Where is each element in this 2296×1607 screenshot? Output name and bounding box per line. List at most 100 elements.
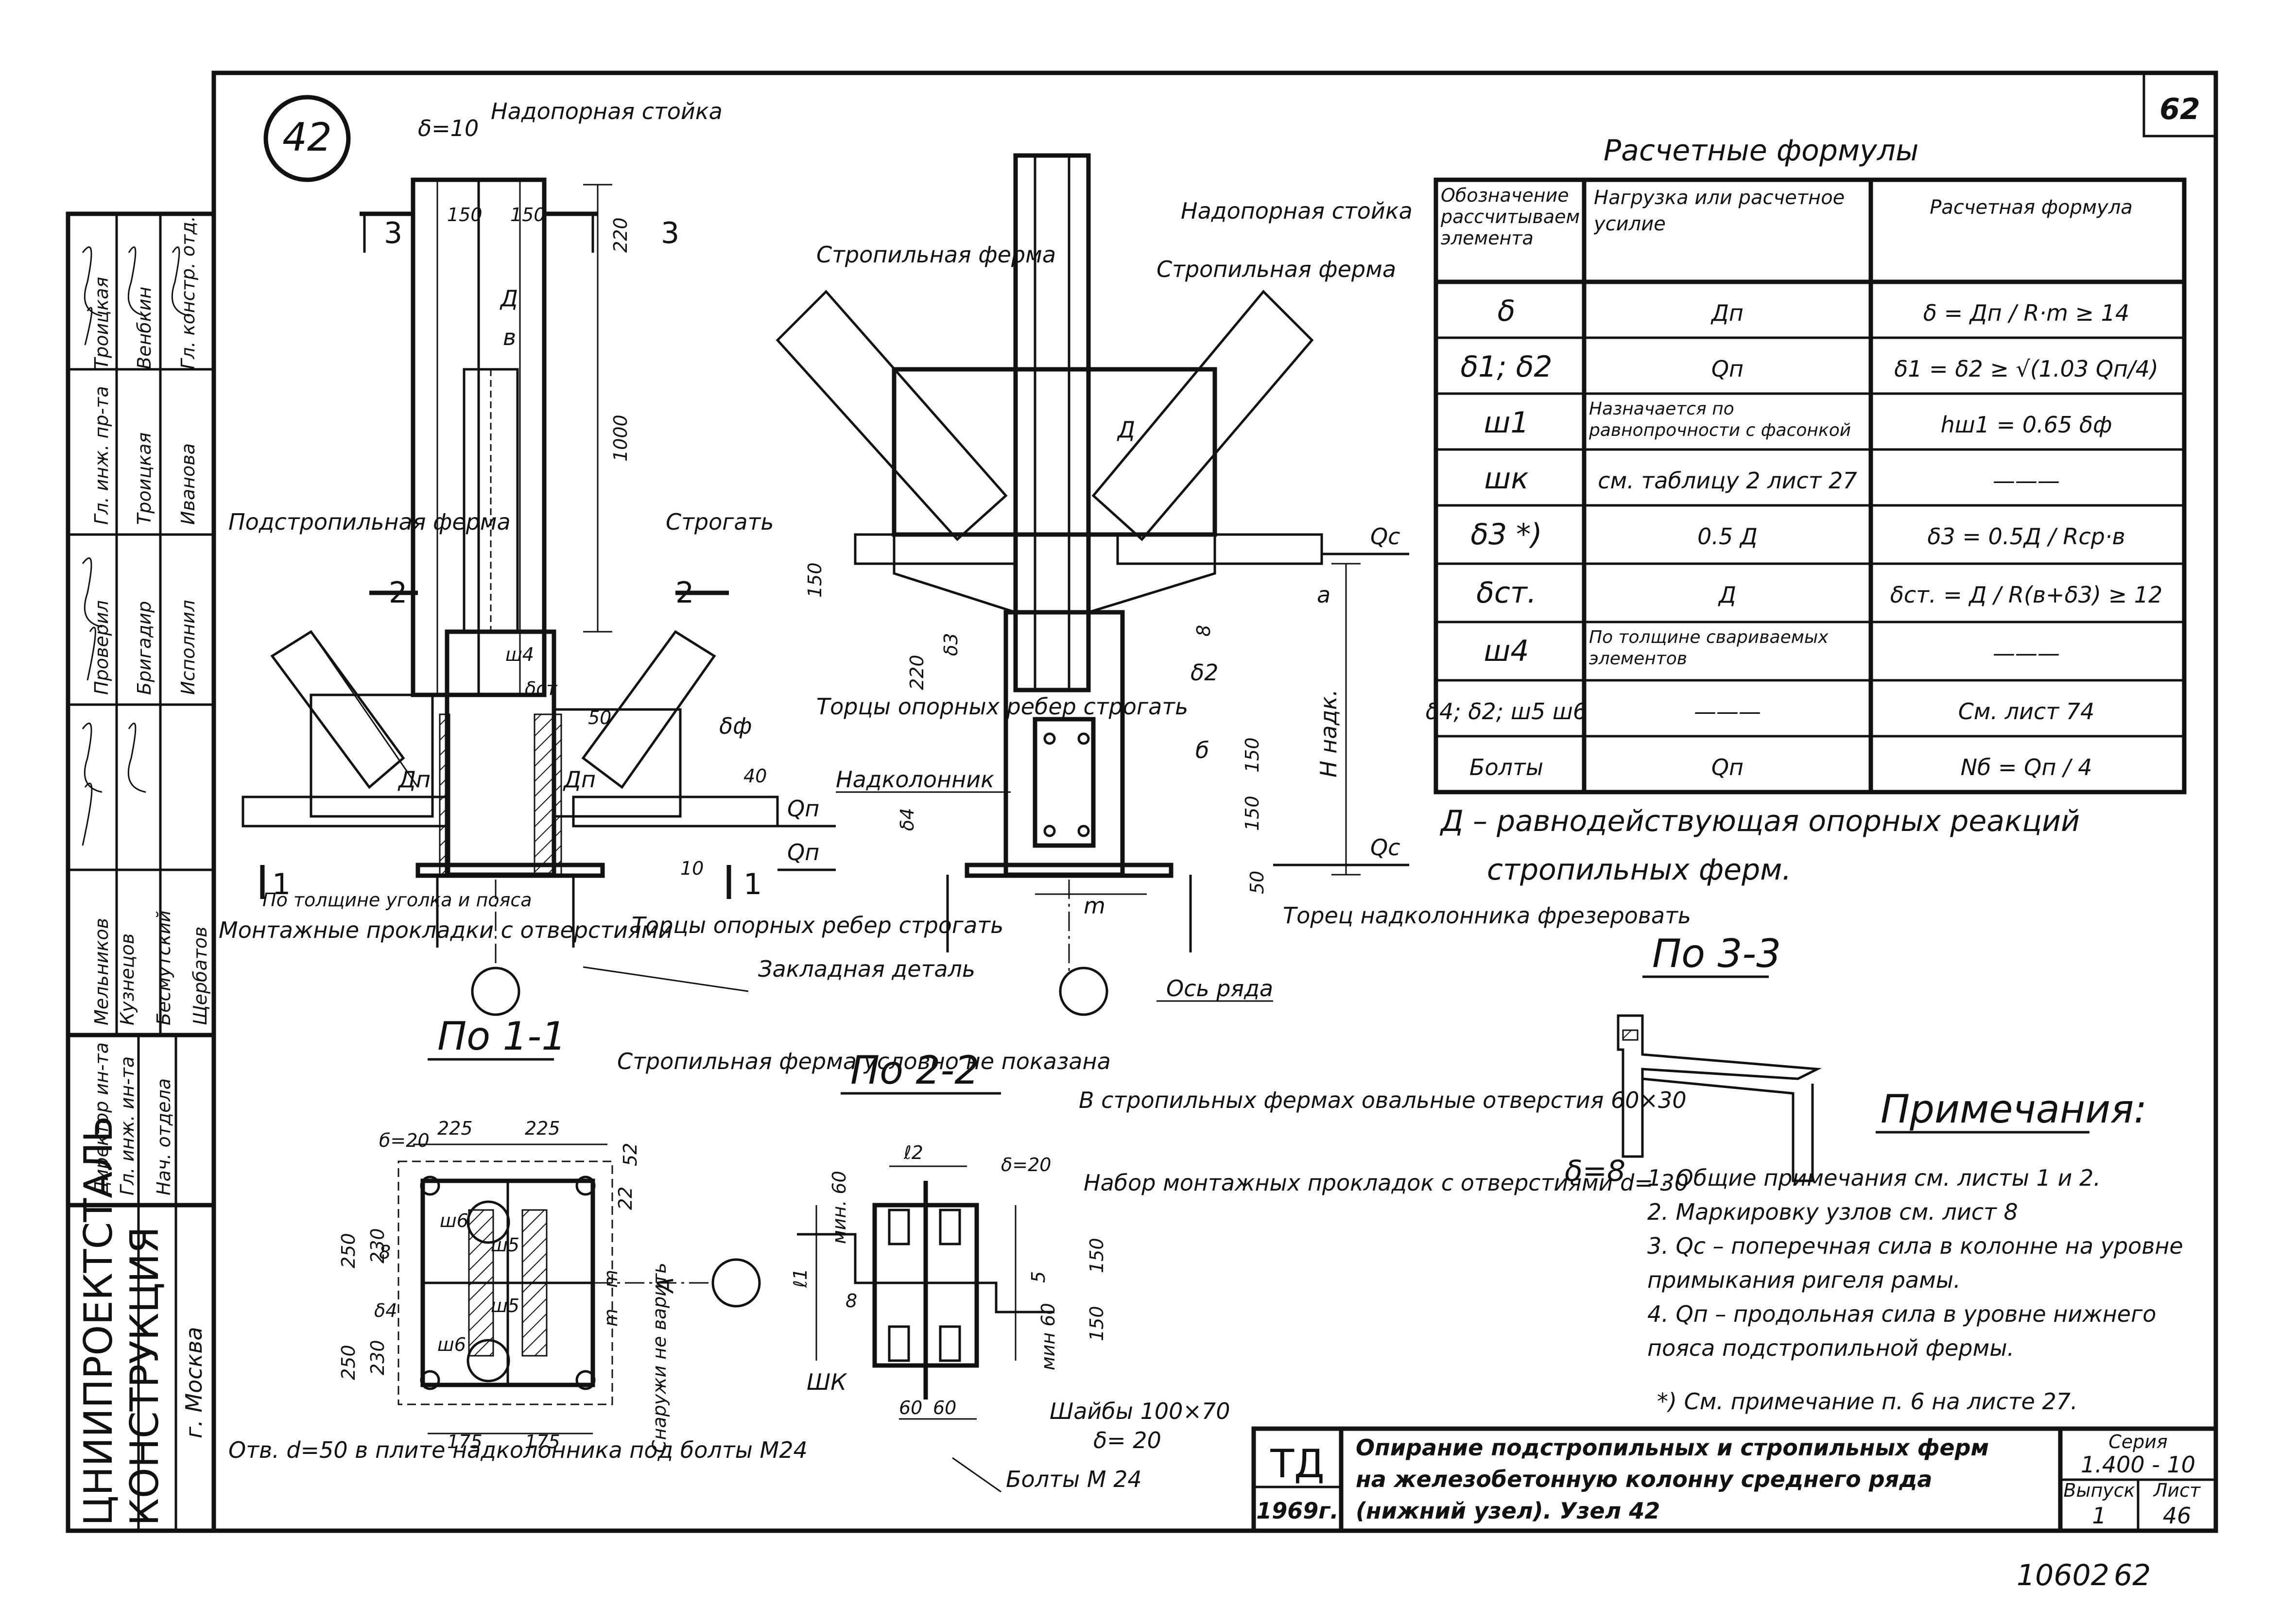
s11-dim-230b: 230 [367,1340,388,1375]
s11-dim-250b: 250 [338,1345,359,1380]
org-name-1: ЦНИИПРОЕКТСТАЛЬ [76,1116,121,1526]
s11-b8: 8 [379,1242,391,1263]
row-8-load: Qп [1711,754,1744,780]
row-7-load: ——— [1694,698,1761,725]
label-os-ryada: Ось ряда [1166,975,1273,1002]
tb-line-2: на железобетонную колонну среднего ряда [1356,1466,1932,1492]
header-col-3: Расчетная формула [1930,196,2133,219]
s11-dim-250a: 250 [338,1233,359,1268]
role-name: Троицкая [134,432,155,525]
tb-line-3: (нижний узел). Узел 42 [1356,1498,1660,1524]
row-0-element: δ [1498,294,1516,328]
s22-note-nabor: Набор монтажных прокладок с отверстиями … [1084,1170,1689,1196]
footer-page: 62 [2114,1558,2151,1592]
org-city: г. Москва [181,1327,207,1438]
row-8-formula: Nб = Qп / 4 [1961,754,2092,780]
label-strop-ferma-2: Стропильная ферма [1157,256,1396,282]
s22-dim-60a: 60 [899,1397,922,1418]
row-1-formula: δ1 = δ2 ≥ √(1.03 Qп/4) [1894,356,2158,382]
label-podstrop: Подстропильная ферма [228,509,511,535]
s11-sh5-a: ш5 [491,1234,519,1256]
note-item-4b: пояса подстропильной фермы. [1647,1335,2014,1361]
formula-title: Расчетные формулы [1604,134,1918,168]
s11-m-2: m [600,1309,621,1327]
row-5-formula: δст. = Д / R(в+δ3) ≥ 12 [1890,582,2163,608]
formula-footnote-2: стропильных ферм. [1487,853,1791,887]
role-name: Иванова [177,443,199,525]
dim-10: 10 [680,858,704,879]
s11-d4: δ4 [374,1300,397,1321]
role-label: Гл. инж. ин-та [117,1056,138,1195]
view-elevation-1: 3 3 2 2 1 1 220 1000 150 150 40 50 10 δ=… [219,98,1003,1016]
tb-seria-label: Серия [2108,1431,2168,1452]
note-star: *) См. примечание п. 6 на листе 27. [1657,1388,2078,1415]
s22-d20: δ=20 [1001,1154,1051,1175]
sec-1-right: 1 [743,867,762,901]
row-2-load: Назначается по равнопрочности с фасонкой [1589,399,1851,440]
formula-footnote-1: Д – равнодействующая опорных реакций [1439,804,2080,838]
dim-40: 40 [743,765,767,787]
row-2-formula: hш1 = 0.65 δф [1941,412,2112,438]
s33-title: По 3-3 [1652,931,1781,976]
note-item-2: 2. Маркировку узлов см. лист 8 [1647,1199,2018,1225]
s22-dim-5: 5 [1028,1271,1049,1283]
row-0-formula: δ = Дп / R·m ≥ 14 [1923,300,2129,326]
tb-vypusk: 1 [2092,1503,2106,1529]
label-D-2: Д [1117,416,1135,443]
label-tortsy-1: Торцы опорных ребер строгать [632,912,1003,938]
sec-3-right: 3 [661,216,679,250]
org-name-2: КОНСТРУКЦИЯ [122,1227,167,1526]
s22-min60-b: мин 60 [1037,1303,1059,1370]
dim-220: 220 [906,655,928,690]
role-label: Бригадир [134,601,155,695]
s22-l2: ℓ2 [903,1142,923,1163]
row-4-element: δ3 *) [1470,518,1542,552]
section-1-1: По 1-1 225 225 175 175 250 250 230 230 5… [228,1014,1111,1463]
section-3-3: По 3-3 δ=8 [1565,931,1822,1188]
s11-dim-225a: 225 [437,1118,473,1139]
note-item-1: 1. Общие примечания см. листы 1 и 2. [1647,1165,2101,1191]
row-6-load: По толщине свариваемых элементов [1589,627,1829,669]
formula-table: Расчетные формулы Обозначение рассчитыва… [1426,134,2187,887]
label-b-2: б [1195,737,1209,763]
label-Hnadk: Н надк. [1315,689,1342,778]
row-1-element: δ1; δ2 [1460,350,1552,384]
s11-sh5-b: ш5 [491,1295,519,1316]
label-torets: Торец надколонника фрезеровать [1283,902,1691,929]
row-6-formula: ——— [1993,640,2060,666]
role-label: Проверил [91,600,112,695]
dim-50: 50 [1246,871,1268,894]
org-strip: Гл. инж. пр-та Троицкая Бригадир Троицка… [66,211,216,1533]
node-marker: 42 [263,95,351,182]
dim-150b: 150 [1242,737,1263,773]
row-0-load: Дп [1710,300,1744,326]
label-d3: δ3 [940,633,962,656]
row-5-load: Д [1718,582,1736,608]
label-nadkolonnik: Надколонник [836,766,994,793]
node-number: 42 [282,115,332,160]
corner-number: 62 [2159,92,2200,126]
dim-150c: 150 [1242,795,1263,831]
s11-dim-175a: 175 [447,1431,483,1452]
label-dst: δст [525,678,558,699]
label-nadoporn-stoika: Надопорная стойка [491,98,723,124]
s11-dim-22: 22 [615,1187,636,1210]
s22-dim-8: 8 [846,1290,857,1312]
title-block: ТД 1969г. Опирание подстропильных и стро… [1251,1426,2218,1533]
s22-shaiby-d: δ= 20 [1093,1427,1161,1453]
label-montazhnye: Монтажные прокладки с отверстиями [219,917,673,943]
note-item-4: 4. Qп – продольная сила в уровне нижнего [1647,1301,2156,1327]
label-po-tolshchine: По толщине уголка и пояса [262,889,532,911]
label-d2: δ2 [1191,659,1218,686]
dim-150b: 150 [510,204,546,225]
label-b: в [503,324,516,350]
s11-d20: б=20 [379,1130,430,1151]
s22-dim-60b: 60 [933,1397,956,1418]
s11-strop-note-1: Стропильная ферма условно не показана [617,1048,1111,1074]
s11-A: А [652,1278,678,1294]
view-elevation-2: Н надк. 150 150 50 150 220 δ3 8 δ4 Строп… [776,153,1691,1016]
row-4-load: 0.5 Д [1697,523,1758,550]
s22-l1: ℓ1 [790,1268,811,1288]
s22-bolty: Болты М 24 [1006,1466,1142,1492]
tb-td: ТД [1270,1441,1324,1486]
